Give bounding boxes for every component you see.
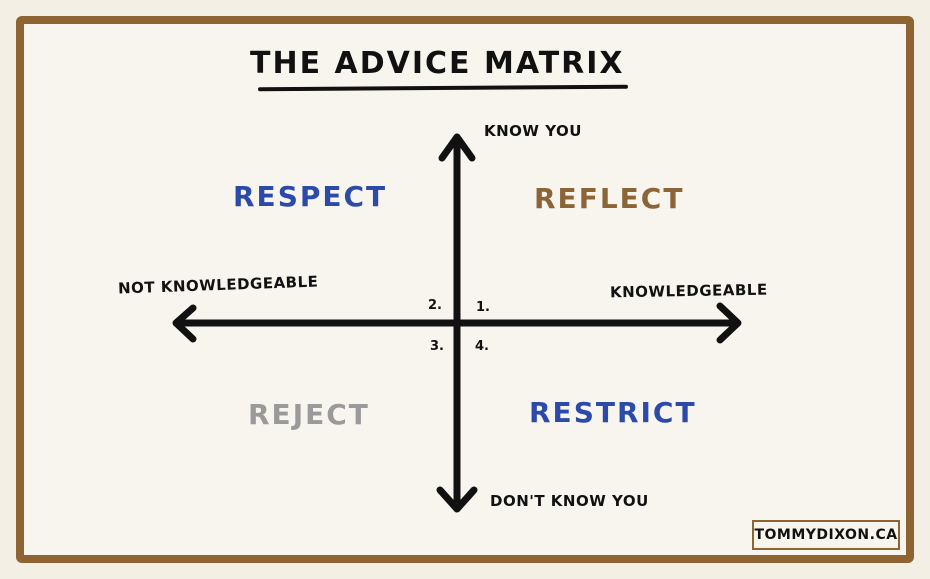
right-arrowhead [716, 302, 742, 344]
diagram-title: THE ADVICE MATRIX [250, 46, 625, 81]
left-arrowhead [172, 304, 197, 343]
axis-label-right: KNOWLEDGEABLE [609, 280, 768, 302]
quadrant-number-3: 3. [430, 339, 444, 354]
quadrant-number-2: 2. [428, 298, 442, 313]
matrix-frame [16, 16, 914, 563]
quadrant-label-respect: RESPECT [233, 180, 388, 213]
credit-badge: TOMMYDIXON.CA [752, 520, 900, 550]
quadrant-label-reject: REJECT [248, 398, 370, 431]
down-arrowhead [436, 486, 478, 513]
quadrant-number-4: 4. [475, 339, 489, 354]
up-arrowhead [438, 133, 476, 162]
quadrant-label-restrict: RESTRICT [529, 396, 697, 429]
axis-label-top: KNOW YOU [484, 122, 582, 140]
axis-label-bottom: DON'T KNOW YOU [490, 492, 649, 510]
quadrant-number-1: 1. [476, 300, 490, 315]
quadrant-label-reflect: REFLECT [534, 182, 685, 215]
